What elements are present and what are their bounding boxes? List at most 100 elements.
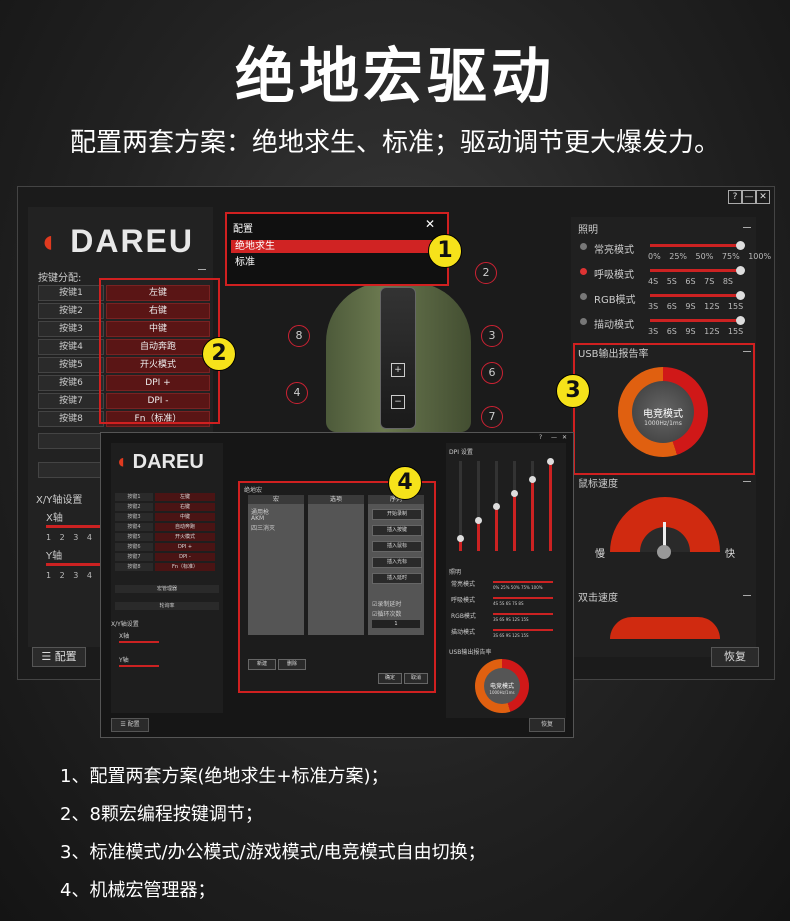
win2-key-assignment[interactable]: DPI +: [155, 543, 215, 551]
key-assignment[interactable]: 中键: [106, 321, 210, 337]
popup-close-icon[interactable]: ✕: [425, 217, 436, 231]
win2-lighting-slider[interactable]: [493, 629, 553, 631]
callout-key-8[interactable]: 8: [288, 325, 310, 347]
win2-polling-button[interactable]: 轮询率: [115, 602, 219, 610]
dpi-fill[interactable]: [549, 461, 552, 551]
config-button[interactable]: ☰ 配置: [32, 647, 86, 667]
minimize-button[interactable]: —: [742, 190, 756, 204]
lighting-radio[interactable]: [580, 293, 587, 300]
win2-key-assignment[interactable]: 开火模式: [155, 533, 215, 541]
win2-x-slider[interactable]: [119, 641, 159, 643]
lighting-slider[interactable]: [650, 294, 740, 297]
lighting-slider-knob[interactable]: [736, 266, 745, 275]
win2-minimize-button[interactable]: —: [551, 434, 557, 441]
win2-key-assignment[interactable]: 右键: [155, 503, 215, 511]
lighting-slider-knob[interactable]: [736, 241, 745, 250]
dpi-fill[interactable]: [459, 537, 462, 551]
lighting-slider-knob[interactable]: [736, 291, 745, 300]
macro-item-3[interactable]: 四三消灭: [251, 525, 276, 532]
win2-key-assignment[interactable]: 左键: [155, 493, 215, 501]
insert-cursor-button[interactable]: 插入光标: [372, 557, 422, 568]
lighting-radio[interactable]: [580, 243, 587, 250]
usb-collapse-icon[interactable]: [743, 351, 751, 352]
close-button[interactable]: ✕: [756, 190, 770, 204]
dpi-knob[interactable]: [457, 534, 464, 542]
start-record-button[interactable]: 开始录制: [372, 509, 422, 520]
win2-restore-button[interactable]: 恢复: [529, 718, 565, 732]
key-assignment[interactable]: 右键: [106, 303, 210, 319]
win2-config-button[interactable]: ☰ 配置: [111, 718, 149, 732]
insert-key-button[interactable]: 插入按键: [372, 525, 422, 536]
lighting-radio[interactable]: [580, 318, 587, 325]
dpi-fill[interactable]: [495, 506, 498, 551]
double-click-collapse-icon[interactable]: [743, 595, 751, 596]
win2-key-assignment[interactable]: Fn（标准）: [155, 563, 215, 571]
lighting-radio[interactable]: [580, 268, 587, 275]
win2-lighting-slider[interactable]: [493, 613, 553, 615]
collapse-icon[interactable]: [198, 269, 206, 270]
key-assignment[interactable]: DPI -: [106, 393, 210, 409]
dpi-knob[interactable]: [475, 516, 482, 524]
insert-mouse-button[interactable]: 插入鼠标: [372, 541, 422, 552]
dpi-fill[interactable]: [531, 479, 534, 551]
key-assignment[interactable]: DPI +: [106, 375, 210, 391]
callout-key-7[interactable]: 7: [481, 406, 503, 428]
macro-cancel-button[interactable]: 取消: [404, 673, 428, 684]
delete-macro-button[interactable]: 删除: [278, 659, 306, 670]
win2-key-assignment[interactable]: 自动奔跑: [155, 523, 215, 531]
callout-key-6[interactable]: 6: [481, 362, 503, 384]
macro-item-2[interactable]: AKM: [251, 515, 265, 522]
dpi-knob[interactable]: [529, 476, 536, 483]
win2-close-button[interactable]: ✕: [562, 434, 568, 441]
macro-ok-button[interactable]: 确定: [378, 673, 402, 684]
win2-help-button[interactable]: ?: [539, 434, 543, 441]
callout-key-3[interactable]: 3: [481, 325, 503, 347]
win2-lighting-slider[interactable]: [493, 581, 553, 583]
dpi-knob[interactable]: [547, 458, 554, 465]
new-macro-button[interactable]: 新建: [248, 659, 276, 670]
win2-y-slider[interactable]: [119, 665, 159, 667]
callout-key-4[interactable]: 4: [286, 382, 308, 404]
y-axis-slider[interactable]: [46, 563, 106, 566]
macro-item-1[interactable]: 通用枪: [251, 509, 270, 516]
restore-button[interactable]: 恢复: [711, 647, 759, 667]
x-axis-slider[interactable]: [46, 525, 106, 528]
help-button[interactable]: ?: [728, 190, 742, 204]
key-assignment[interactable]: 开火模式: [106, 357, 210, 373]
callout-key-2[interactable]: 2: [475, 262, 497, 284]
record-delay-checkbox[interactable]: ☑录制延时: [372, 599, 401, 608]
loop-count-input[interactable]: 1: [372, 620, 420, 628]
lighting-slider[interactable]: [650, 319, 740, 322]
insert-delay-button[interactable]: 插入延时: [372, 573, 422, 584]
win2-macro-manager-button[interactable]: 宏管理器: [115, 585, 219, 593]
dpi-fill[interactable]: [513, 492, 516, 551]
popup-option-standard[interactable]: 标准: [235, 257, 255, 268]
win2-key-assignment[interactable]: 中键: [155, 513, 215, 521]
win2-lighting-slider[interactable]: [493, 597, 553, 599]
key-assignment[interactable]: 左键: [106, 285, 210, 301]
dpi-knob[interactable]: [493, 503, 500, 510]
lighting-collapse-icon[interactable]: [743, 227, 751, 228]
mouse-speed-collapse-icon[interactable]: [743, 481, 751, 482]
dpi-fill[interactable]: [477, 519, 480, 551]
dpi-knob[interactable]: [511, 489, 518, 497]
popup-option-pubg[interactable]: 绝地求生: [231, 240, 443, 253]
lighting-slider[interactable]: [650, 269, 740, 272]
win2-key-assignment[interactable]: DPI -: [155, 553, 215, 561]
lighting-slider[interactable]: [650, 244, 740, 247]
